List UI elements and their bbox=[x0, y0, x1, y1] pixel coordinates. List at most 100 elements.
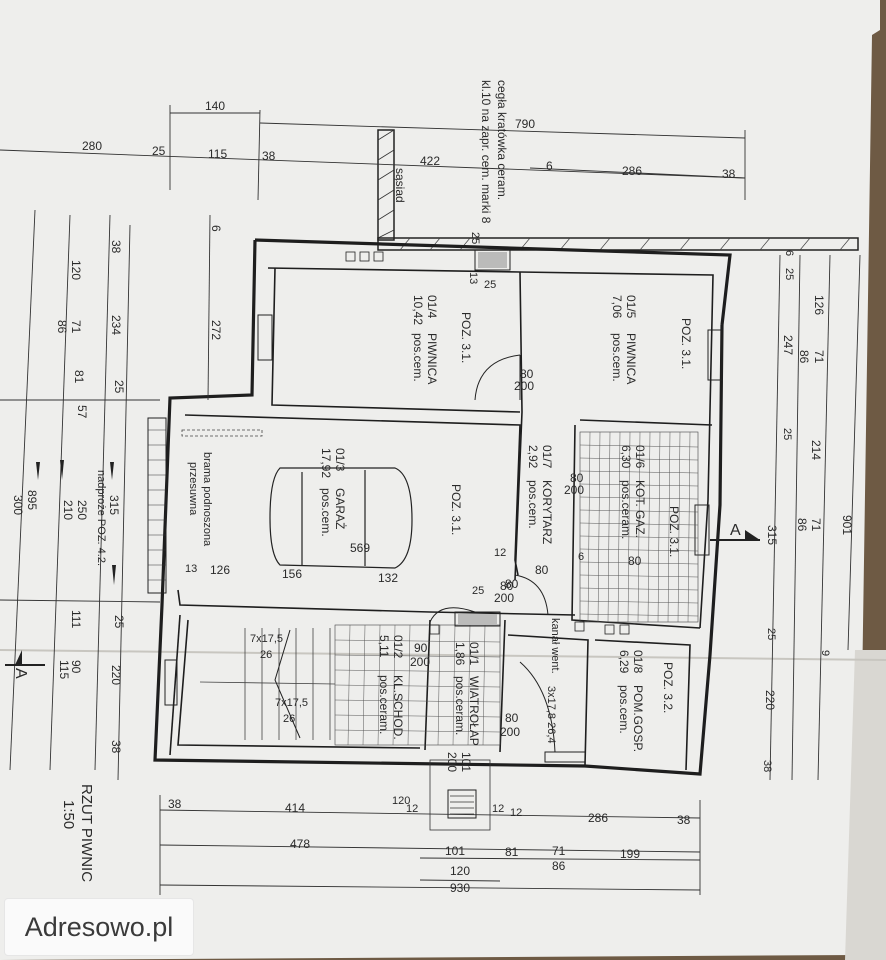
dim-115-left: 115 bbox=[57, 660, 71, 679]
drawing-title: RZUT PIWNIC bbox=[78, 784, 95, 882]
note-line-2: kl.10 na zapr. cem. marki 8 bbox=[479, 80, 493, 224]
door-labels: 80 200 80 200 80 200 80 200 90 200 80 20… bbox=[410, 367, 642, 772]
dim-90-left: 90 bbox=[69, 660, 83, 674]
svg-text:WIATROŁAP: WIATROŁAP bbox=[467, 676, 481, 746]
dim-6-right: 6 bbox=[783, 250, 795, 256]
svg-text:POM.GOSP.: POM.GOSP. bbox=[631, 685, 645, 752]
dim-120-bottom-b: 120 bbox=[450, 864, 470, 878]
entrance bbox=[429, 759, 491, 831]
svg-text:POZ. 3.1.: POZ. 3.1. bbox=[459, 312, 473, 363]
dim-38-bottom-b: 38 bbox=[677, 813, 691, 827]
dim-38-bottom: 38 bbox=[168, 797, 182, 811]
svg-text:KL.SCHOD.: KL.SCHOD. bbox=[391, 675, 405, 740]
windows bbox=[164, 314, 723, 763]
dim-140: 140 bbox=[205, 99, 225, 113]
svg-text:POZ. 3.1.: POZ. 3.1. bbox=[679, 318, 693, 369]
door-swings bbox=[429, 354, 556, 753]
room-pomgosp-018: 01/8 POM.GOSP. 6,29 pos.cem. POZ. 3.2. bbox=[617, 650, 675, 752]
dim-80-inner-a: 80 bbox=[535, 563, 549, 577]
svg-text:POZ. 3.2.: POZ. 3.2. bbox=[661, 662, 675, 713]
dim-12-bottom-b: 12 bbox=[510, 807, 522, 819]
dim-13-inner-b: 13 bbox=[185, 563, 197, 575]
dim-120-bottom: 120 bbox=[392, 795, 410, 807]
room-piwnica-014: 01/4 PIWNICA 10,42 pos.cem. POZ. 3.1. bbox=[411, 295, 473, 384]
svg-text:pos.cem.: pos.cem. bbox=[319, 488, 333, 537]
svg-text:pos.cem.: pos.cem. bbox=[610, 333, 624, 382]
vent-note: kanał went. bbox=[549, 618, 561, 674]
svg-text:80: 80 bbox=[520, 367, 534, 381]
svg-text:200: 200 bbox=[445, 752, 459, 772]
neighbor-hatch bbox=[377, 129, 395, 239]
svg-text:80: 80 bbox=[570, 471, 584, 485]
car-outline bbox=[269, 467, 413, 569]
svg-text:200: 200 bbox=[500, 725, 520, 739]
svg-text:pos.ceram.: pos.ceram. bbox=[453, 676, 467, 735]
svg-text:200: 200 bbox=[514, 379, 534, 393]
dim-86-right: 86 bbox=[797, 350, 811, 364]
neighbor-wall bbox=[377, 129, 395, 241]
dim-214: 214 bbox=[809, 440, 823, 460]
note-line-1: cegła kratówka ceram. bbox=[495, 80, 509, 200]
drawing-scale: 1:50 bbox=[60, 800, 77, 829]
gate-note-2: przesuwna bbox=[187, 462, 199, 516]
dim-300: 300 bbox=[11, 495, 25, 515]
dim-901: 901 bbox=[840, 515, 854, 535]
svg-text:pos.cem.: pos.cem. bbox=[617, 685, 631, 734]
stairs-note-1: 7x17,5 bbox=[250, 633, 283, 645]
stairs bbox=[199, 628, 336, 740]
dim-315-right: 315 bbox=[765, 525, 779, 545]
dim-250: 250 bbox=[75, 500, 89, 520]
level-arrows bbox=[36, 460, 116, 585]
dim-422: 422 bbox=[420, 154, 440, 168]
outer-walls bbox=[153, 238, 732, 776]
dim-86-left: 86 bbox=[55, 320, 69, 334]
svg-text:6,29: 6,29 bbox=[617, 650, 631, 674]
svg-text:KORYTARZ: KORYTARZ bbox=[540, 480, 554, 544]
dim-930: 930 bbox=[450, 881, 470, 895]
dim-414: 414 bbox=[285, 801, 305, 815]
dim-115: 115 bbox=[208, 147, 227, 161]
svg-text:17,92: 17,92 bbox=[319, 448, 333, 478]
dim-25-inner-c: 25 bbox=[472, 585, 484, 597]
dim-156: 156 bbox=[282, 567, 302, 581]
stairs-note-3: 3x17,8 26,4 bbox=[545, 686, 557, 744]
dim-220-left: 220 bbox=[109, 665, 123, 685]
stairs-note-2: 7x17,5 bbox=[275, 697, 308, 709]
dim-25-left: 25 bbox=[112, 380, 126, 394]
stairs-note-1b: 26 bbox=[260, 649, 272, 661]
tile-grid-boiler bbox=[579, 431, 699, 623]
svg-text:80: 80 bbox=[628, 554, 642, 568]
dim-286-bottom: 286 bbox=[588, 811, 608, 825]
svg-text:80: 80 bbox=[500, 579, 514, 593]
gate-track bbox=[181, 429, 263, 437]
svg-text:01/7: 01/7 bbox=[540, 445, 554, 469]
svg-text:90: 90 bbox=[414, 641, 428, 655]
dim-25-right-b: 25 bbox=[781, 428, 793, 440]
garage-gate-hatch bbox=[148, 429, 166, 581]
dim-210: 210 bbox=[61, 500, 75, 520]
svg-text:pos.cem.: pos.cem. bbox=[526, 480, 540, 529]
svg-text:101: 101 bbox=[459, 752, 473, 772]
room-korytarz-017: 01/7 KORYTARZ 2,92 pos.cem. bbox=[526, 445, 554, 544]
dim-6a: 6 bbox=[546, 159, 553, 173]
section-letter-right: A bbox=[730, 522, 741, 539]
dim-6-inner-b: 6 bbox=[578, 551, 584, 563]
lintel-note: nadproże POZ. 4.2. bbox=[95, 470, 107, 566]
interior-walls bbox=[169, 267, 713, 771]
svg-text:5,11: 5,11 bbox=[377, 635, 391, 658]
dim-12-inner: 12 bbox=[494, 547, 506, 559]
dim-25-left-b: 25 bbox=[112, 615, 126, 629]
room-klschod-012: 01/2 KL.SCHOD. 5,11 pos.ceram. bbox=[377, 635, 405, 740]
svg-text:01/5: 01/5 bbox=[624, 295, 638, 319]
svg-text:80: 80 bbox=[505, 711, 519, 725]
dim-478: 478 bbox=[290, 837, 310, 851]
dim-101: 101 bbox=[445, 844, 465, 858]
svg-text:200: 200 bbox=[564, 483, 584, 497]
dim-111: 111 bbox=[69, 610, 83, 629]
svg-text:01/1: 01/1 bbox=[467, 642, 481, 666]
svg-text:7,06: 7,06 bbox=[610, 295, 624, 319]
watermark-logo: Adresowo.pl bbox=[4, 898, 194, 956]
dim-132: 132 bbox=[378, 571, 398, 585]
paper-fold bbox=[0, 649, 886, 661]
